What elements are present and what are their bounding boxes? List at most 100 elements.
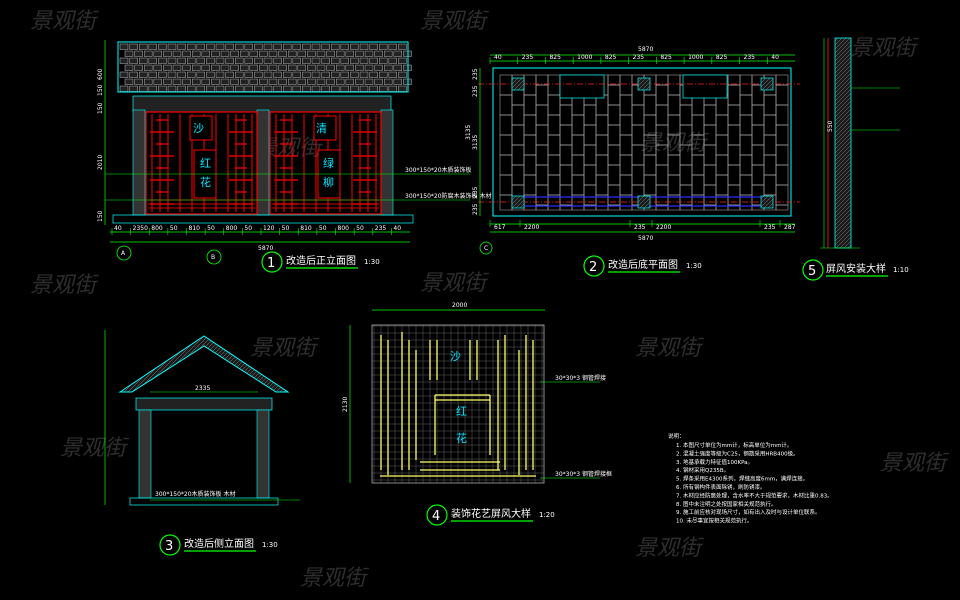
roof-tile	[211, 78, 220, 85]
svg-text:装饰花艺屏风大样: 装饰花艺屏风大样	[451, 507, 531, 520]
note-item: 4. 钢材采用Q235B。	[676, 466, 729, 474]
note-item: 8. 图中未注明之处按国家相关规范执行。	[676, 500, 777, 508]
screen-char: 绿	[323, 156, 334, 170]
roof-tile	[129, 71, 138, 78]
dimension-text: 600	[97, 68, 104, 80]
material-label: 30*30*3 钢管焊接	[555, 374, 606, 382]
roof-tile	[254, 43, 263, 50]
roof-tile	[234, 85, 244, 92]
watermark: 景观街	[420, 271, 490, 296]
roof-tile	[244, 43, 254, 50]
roof-tile	[143, 64, 153, 71]
roof-tile	[340, 43, 350, 50]
dimension-text: 50	[207, 225, 215, 232]
roof-tile	[234, 57, 244, 64]
dimension-text: 235	[633, 54, 645, 61]
watermark: 景观街	[635, 536, 705, 561]
dimension-text: 50	[319, 225, 327, 232]
roof-tile	[263, 71, 273, 78]
dimension-text: 50	[170, 225, 178, 232]
roof-tile	[249, 50, 259, 57]
roof-tile	[249, 78, 259, 85]
svg-text:4: 4	[432, 509, 440, 524]
roof-tile	[230, 50, 239, 57]
roof-tile	[321, 85, 330, 92]
roof-tile	[350, 57, 359, 64]
svg-text:C: C	[484, 245, 488, 252]
roof-tile	[215, 43, 225, 50]
column	[637, 77, 651, 91]
roof-tile	[158, 85, 167, 92]
dimension-text: 3135	[472, 135, 479, 150]
roof-tile	[369, 43, 378, 50]
roof-tile	[369, 57, 378, 64]
roof-tile	[355, 78, 364, 85]
dimension-text: 2010	[97, 155, 104, 170]
roof-tile	[158, 57, 167, 64]
roof-tile	[234, 43, 244, 50]
roof-tile	[167, 85, 177, 92]
roof-tile	[143, 78, 153, 85]
roof-tile	[355, 50, 364, 57]
dimension-text: 50	[282, 225, 290, 232]
roof-tile	[335, 50, 345, 57]
roof-tile	[326, 64, 335, 71]
dimension-text: 235	[472, 186, 479, 198]
roof-tile	[254, 57, 263, 64]
roof-tile	[249, 64, 259, 71]
roof-tile	[186, 57, 196, 64]
roof-tile	[378, 71, 388, 78]
roof-tile	[302, 43, 311, 50]
lattice-pattern	[380, 332, 536, 477]
roof-tile	[239, 50, 249, 57]
design-notes: 说明： 1. 本图尺寸单位为mm计，标高单位为mm计。2. 混凝土强度等级为C2…	[668, 432, 833, 525]
dimension-text: 235	[764, 224, 776, 231]
dimension-text: 40	[393, 225, 401, 232]
roof-tile	[158, 43, 167, 50]
watermark: 景观街	[850, 36, 920, 61]
roof-tile	[330, 85, 340, 92]
roof-tile	[163, 64, 172, 71]
roof-tile	[196, 43, 206, 50]
svg-text:屏风安装大样: 屏风安装大样	[826, 262, 886, 275]
roof-tile	[182, 64, 191, 71]
roof-tile	[220, 64, 230, 71]
roof-tile	[278, 64, 287, 71]
roof-tile	[163, 50, 172, 57]
roof-tile	[254, 71, 263, 78]
dimension-text: 800	[226, 225, 238, 232]
dimension-text: 235	[375, 225, 387, 232]
roof-tile	[403, 78, 412, 85]
roof-tile	[282, 85, 292, 92]
character-panel	[189, 115, 213, 141]
roof-tile	[297, 50, 307, 57]
roof-tile	[359, 43, 369, 50]
roof-tile	[206, 57, 215, 64]
drawing-title-4: 4 装饰花艺屏风大样 1:20	[426, 504, 555, 526]
roof-tile	[148, 43, 158, 50]
roof-tile	[148, 71, 158, 78]
paving-brick	[775, 204, 789, 211]
roof-tile	[167, 43, 177, 50]
roof-tile	[263, 43, 273, 50]
column-left	[132, 109, 146, 216]
roof-tile	[378, 43, 388, 50]
roof-tile	[211, 50, 220, 57]
roof-tile	[282, 43, 292, 50]
watermark: 景观街	[30, 9, 100, 34]
roof-tile	[330, 57, 340, 64]
roof-tile	[350, 43, 359, 50]
roof-tile	[282, 71, 292, 78]
roof-tile	[273, 57, 282, 64]
roof-tile	[388, 71, 398, 78]
screen-char: 沙	[193, 122, 204, 135]
dimension-text: 40	[114, 225, 122, 232]
dimension-text: 235	[744, 54, 756, 61]
roof-tile	[374, 64, 383, 71]
dimension-text: 2200	[524, 224, 539, 231]
roof-tile	[259, 64, 268, 71]
